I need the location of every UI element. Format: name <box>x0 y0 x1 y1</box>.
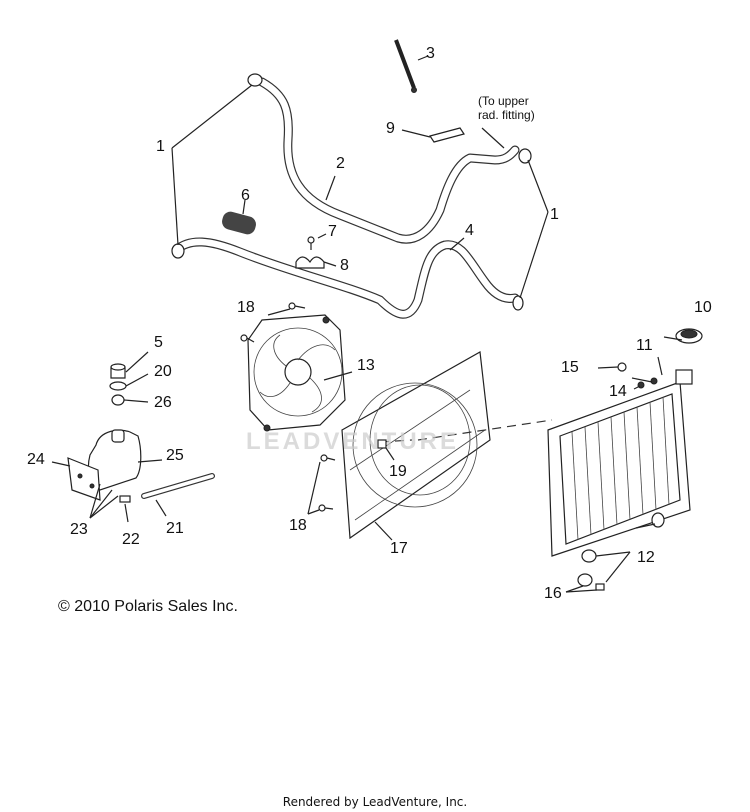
callout-10: 10 <box>694 299 712 316</box>
radiator-hardware <box>565 336 683 593</box>
callout-6: 6 <box>241 187 250 204</box>
coolant-reservoir <box>51 351 163 523</box>
callout-8: 8 <box>340 257 349 274</box>
callout-20: 20 <box>154 363 172 380</box>
callout-23: 23 <box>70 521 88 538</box>
overflow-tube <box>141 473 215 517</box>
watermark: LEADVENTURE <box>246 428 460 455</box>
callout-19: 19 <box>389 463 407 480</box>
callout-5: 5 <box>154 334 163 351</box>
callout-18-bottom: 18 <box>289 517 307 534</box>
callout-22: 22 <box>122 531 140 548</box>
note-to-upper-line1: (To upper <box>478 94 529 108</box>
callout-24: 24 <box>27 451 45 468</box>
hose-leader-lines <box>325 127 505 251</box>
hose-sleeve <box>222 199 256 235</box>
bolt-and-clip <box>295 233 337 269</box>
callout-25: 25 <box>166 447 184 464</box>
copyright-text: © 2010 Polaris Sales Inc. <box>58 598 238 615</box>
clamp-leader-lines <box>171 84 549 299</box>
lower-coolant-hose <box>171 237 520 319</box>
callout-26: 26 <box>154 394 172 411</box>
shroud-bracket <box>377 439 395 461</box>
retainer-rod <box>394 39 429 93</box>
callout-15: 15 <box>561 359 579 376</box>
callout-17: 17 <box>390 540 408 557</box>
callout-3: 3 <box>426 45 435 62</box>
callout-9: 9 <box>386 120 395 137</box>
callout-7: 7 <box>328 223 337 240</box>
radiator <box>547 328 703 557</box>
render-credit: Rendered by LeadVenture, Inc. <box>282 795 468 809</box>
note-to-upper-line2: rad. fitting) <box>478 108 535 122</box>
callout-16: 16 <box>544 585 562 602</box>
callout-12: 12 <box>637 549 655 566</box>
callout-13: 13 <box>357 357 375 374</box>
callout-1-left: 1 <box>156 138 165 155</box>
cooling-fan <box>247 314 353 432</box>
fan-shroud <box>341 351 491 541</box>
callout-11: 11 <box>636 337 653 354</box>
hose-clamps <box>171 73 532 311</box>
callout-14: 14 <box>609 383 627 400</box>
callout-21: 21 <box>166 520 184 537</box>
upper-coolant-hose <box>257 77 520 244</box>
callout-1-right: 1 <box>550 206 559 223</box>
shroud-screws <box>240 302 336 515</box>
callout-18-top: 18 <box>237 299 255 316</box>
foam-pad <box>401 127 465 143</box>
callout-2: 2 <box>336 155 345 172</box>
callout-4: 4 <box>465 222 474 239</box>
